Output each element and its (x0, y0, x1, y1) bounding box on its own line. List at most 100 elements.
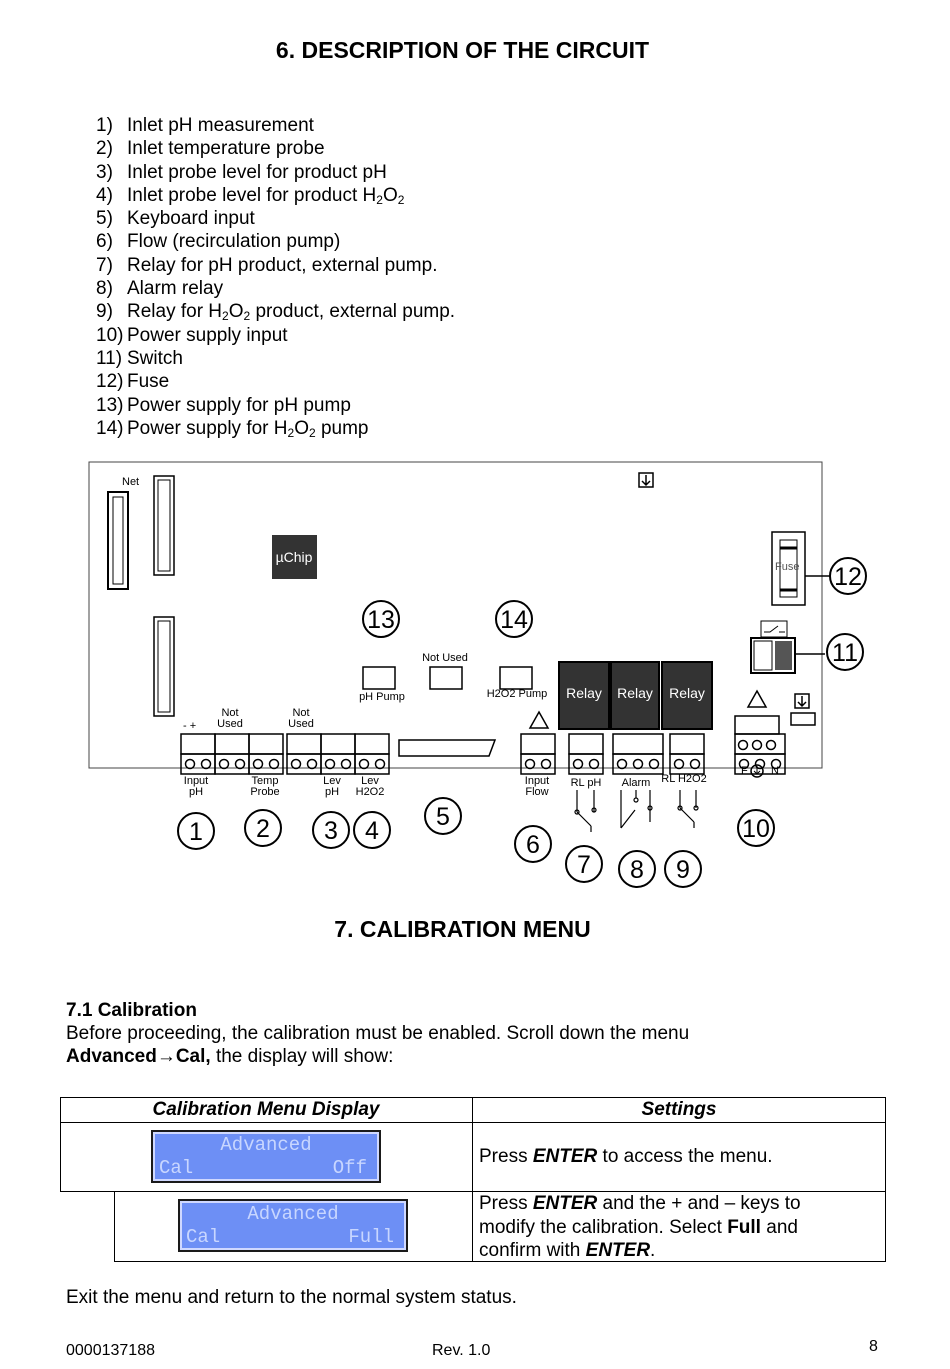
svg-text:9: 9 (676, 856, 690, 884)
svg-text:Used: Used (217, 718, 243, 730)
table-header-display: Calibration Menu Display (152, 1099, 380, 1120)
net-label: Net (122, 476, 139, 488)
callout-9: 9 (664, 850, 702, 888)
ph-pump-label: pH Pump (359, 691, 405, 703)
svg-text:1: 1 (189, 818, 203, 846)
warning-icon-flow (528, 710, 550, 729)
svg-text:Temp: Temp (252, 775, 279, 787)
circuit-list-item: 13)Power supply for pH pump (96, 394, 351, 416)
lcd-display-off: Advanced Cal Off (151, 1130, 381, 1183)
circuit-diagram: Net µChip Fuse pH Pump Not Used H2O2 Pum… (88, 461, 867, 888)
relay-alarm-label: Relay (617, 685, 653, 701)
svg-text:Flow: Flow (525, 786, 548, 798)
callout-12: 12 (829, 557, 867, 595)
lower-header-connector (153, 616, 175, 717)
switch (750, 637, 796, 674)
svg-text:2: 2 (256, 815, 270, 843)
callout-8: 8 (618, 850, 656, 888)
net-connector (107, 491, 129, 590)
settings-row-1: Press ENTER to access the menu. (479, 1146, 773, 1167)
top-header-connector (153, 475, 175, 576)
subsection-title: 7.1 Calibration (66, 1000, 197, 1021)
chip-label: µChip (276, 549, 313, 565)
relay-ph: Relay (558, 661, 610, 730)
svg-text:Not: Not (221, 707, 238, 719)
circuit-list-item: 12)Fuse (96, 371, 170, 393)
callout-13: 13 (362, 600, 400, 638)
not-used-connector (429, 666, 463, 690)
section-title-circuit: 6. DESCRIPTION OF THE CIRCUIT (275, 37, 650, 63)
ground-symbol-top (638, 472, 654, 488)
relay-h2o2: Relay (661, 661, 713, 730)
svg-text:pH: pH (189, 786, 203, 798)
relay-h2o2-label: Relay (669, 685, 705, 701)
svg-text:10: 10 (742, 815, 770, 843)
svg-text:11: 11 (832, 639, 858, 667)
calibration-table: Calibration Menu Display Settings Advanc… (60, 1097, 886, 1262)
lcd-display-full: Advanced Cal Full (178, 1199, 408, 1252)
svg-text:Lev: Lev (361, 775, 379, 787)
svg-text:Not: Not (292, 707, 309, 719)
svg-text:Input: Input (525, 775, 549, 787)
relay-ph-label: Relay (566, 685, 602, 701)
circuit-list-item: 8)Alarm relay (96, 278, 224, 300)
ground-symbol-power (794, 693, 810, 709)
circuit-list-item: 4)Inlet probe level for product H2O2 (96, 184, 405, 207)
circuit-list-item: 6)Flow (recirculation pump) (96, 231, 341, 253)
svg-text:12: 12 (834, 563, 862, 591)
microchip (272, 535, 317, 579)
svg-text:pH: pH (325, 786, 339, 798)
svg-text:N: N (771, 765, 779, 777)
settings-row-2: Press ENTER and the + and – keys to modi… (479, 1193, 801, 1261)
svg-text:7: 7 (577, 851, 591, 879)
callout-6: 6 (514, 825, 552, 863)
svg-text:5: 5 (436, 803, 450, 831)
h2o2-pump-label: H2O2 Pump (487, 688, 548, 700)
exit-text: Exit the menu and return to the normal s… (66, 1287, 517, 1308)
circuit-list-item: 1)Inlet pH measurement (96, 115, 314, 136)
earth-icon (750, 764, 764, 778)
intro-text: Before proceeding, the calibration must … (66, 1023, 690, 1044)
intro-path: Advanced→Cal, the display will show: (66, 1046, 394, 1067)
callout-4: 4 (353, 811, 391, 849)
svg-text:Lev: Lev (323, 775, 341, 787)
circuit-list-item: 14)Power supply for H2O2 pump (96, 417, 369, 440)
circuit-list-item: 11)Switch (96, 347, 183, 369)
callout-14: 14 (495, 600, 533, 638)
svg-text:Input: Input (184, 775, 208, 787)
warning-icon-power (746, 689, 768, 708)
table-header-settings: Settings (641, 1099, 717, 1120)
footer-doc-number: 0000137188 (66, 1342, 155, 1359)
circuit-list-item: 2)Inlet temperature probe (96, 138, 325, 160)
svg-text:RL pH: RL pH (571, 777, 602, 789)
relay-alarm: Relay (610, 661, 660, 730)
svg-text:RL H2O2: RL H2O2 (661, 773, 706, 785)
svg-text:F: F (741, 765, 748, 777)
polarity-label: - + (183, 720, 196, 732)
footer-page-number: 8 (869, 1338, 878, 1355)
ph-pump-connector (362, 666, 396, 690)
svg-text:4: 4 (365, 817, 379, 845)
svg-text:Alarm: Alarm (622, 777, 651, 789)
svg-text:Used: Used (288, 718, 314, 730)
svg-text:Probe: Probe (250, 786, 279, 798)
circuit-list-item: 9)Relay for H2O2 product, external pump. (96, 301, 456, 324)
svg-text:6: 6 (526, 831, 540, 859)
circuit-list-item: 10)Power supply input (96, 324, 288, 346)
circuit-list-item: 3)Inlet probe level for product pH (96, 161, 387, 183)
fuse-label: Fuse (775, 561, 799, 573)
callout-5: 5 (424, 797, 462, 835)
relay-contacts (574, 790, 699, 832)
callout-2: 2 (244, 809, 282, 847)
section-title-calibration: 7. CALIBRATION MENU (334, 916, 591, 942)
circuit-list-item: 5)Keyboard input (96, 208, 255, 230)
callout-10: 10 (737, 809, 775, 847)
fuse-holder (771, 531, 806, 606)
footer-revision: Rev. 1.0 (432, 1342, 491, 1359)
svg-text:3: 3 (324, 817, 338, 845)
svg-text:8: 8 (630, 856, 644, 884)
terminal-blocks (180, 715, 786, 775)
svg-text:H2O2: H2O2 (356, 786, 385, 798)
